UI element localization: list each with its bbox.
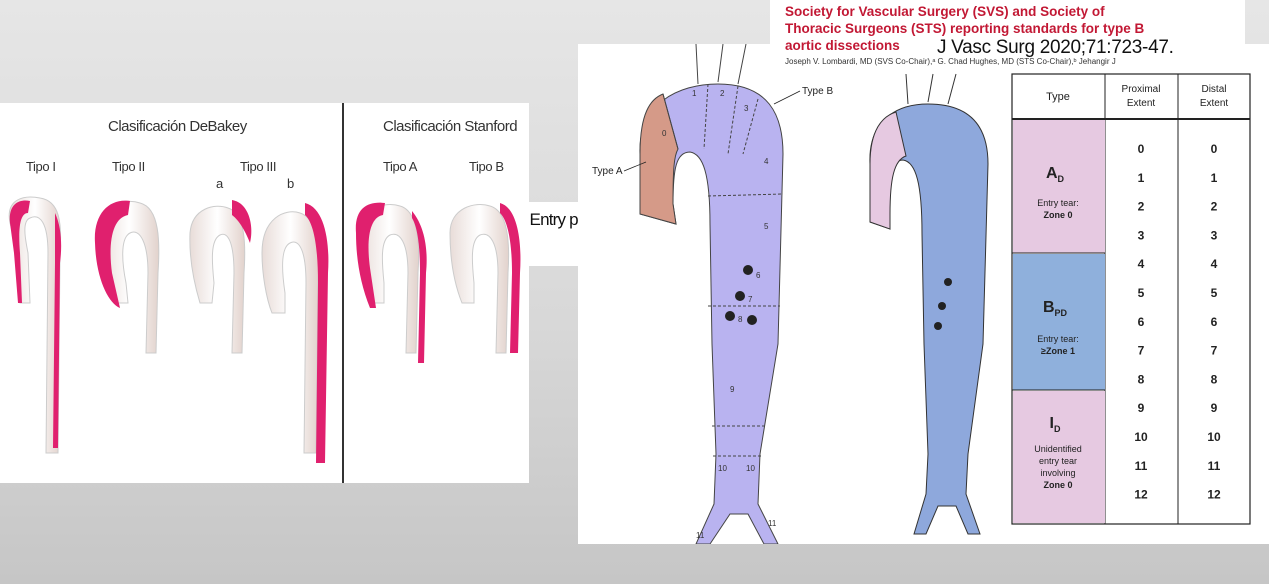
proximal-extent-7: 7	[1138, 344, 1145, 358]
label-a: a	[216, 176, 223, 191]
proximal-extent-11: 11	[1135, 459, 1148, 473]
proximal-extent-1: 1	[1138, 171, 1145, 185]
svg-text:ID: ID	[1050, 415, 1061, 434]
aorta-tipo-i	[8, 196, 62, 454]
proximal-extent-0: 0	[1138, 142, 1145, 156]
aorta-tipo-a	[355, 202, 427, 363]
proximal-extent-2: 2	[1138, 200, 1145, 214]
id-line2: entry tear	[1039, 456, 1077, 466]
reference-header: Society for Vascular Surgery (SVS) and S…	[770, 0, 1245, 70]
header-distal-extent: Extent	[1200, 98, 1229, 109]
id-sub: D	[1054, 424, 1061, 434]
id-line1: Unidentified	[1034, 444, 1082, 454]
zone-label-4: 4	[764, 157, 769, 166]
zone-label-11a: 11	[696, 531, 705, 540]
label-tipo-b: Tipo B	[469, 159, 504, 174]
distal-extent-10: 10	[1207, 430, 1221, 444]
ref-title-line3: aortic dissections	[785, 38, 900, 53]
cell-id	[1013, 391, 1105, 523]
zone-label-8: 8	[738, 315, 743, 324]
distal-extent-2: 2	[1211, 200, 1218, 214]
label-tipo-ii: Tipo II	[112, 159, 145, 174]
aorta-tipo-iii-b	[261, 203, 329, 463]
header-proximal: Proximal	[1122, 84, 1161, 95]
debakey-stanford-panel: Clasificación DeBakey Clasificación Stan…	[0, 103, 529, 483]
zone-label-5: 5	[764, 222, 769, 231]
proximal-extent-5: 5	[1138, 286, 1145, 300]
zone-label-9: 9	[730, 385, 735, 394]
distal-extent-6: 6	[1211, 315, 1218, 329]
proximal-extent-3: 3	[1138, 228, 1145, 242]
distal-extent-9: 9	[1211, 401, 1218, 415]
type-b-label: Type B	[802, 86, 833, 97]
header-proximal-extent: Extent	[1127, 98, 1156, 109]
distal-extent-12: 12	[1207, 488, 1221, 502]
bpd-line1: Entry tear:	[1037, 334, 1079, 344]
aorta-tipo-b	[449, 203, 521, 354]
label-tipo-iii: Tipo III	[240, 159, 277, 174]
distal-extent-8: 8	[1211, 372, 1218, 386]
label-tipo-i: Tipo I	[26, 159, 56, 174]
zone-label-1: 1	[692, 89, 697, 98]
label-b: b	[287, 176, 294, 191]
aorta-tipo-iii-a	[189, 200, 252, 354]
id-line3: involving	[1040, 468, 1075, 478]
distal-extent-1: 1	[1211, 171, 1218, 185]
ref-title-line2: Thoracic Surgeons (STS) reporting standa…	[785, 21, 1145, 36]
distal-extent-5: 5	[1211, 286, 1218, 300]
distal-extent-4: 4	[1211, 257, 1218, 271]
ad-line2: Zone 0	[1043, 210, 1072, 220]
cell-bpd	[1013, 254, 1105, 390]
distal-extent-11: 11	[1208, 459, 1221, 473]
header-distal: Distal	[1201, 84, 1226, 95]
svg-text:BPD: BPD	[1043, 299, 1068, 318]
proximal-extent-10: 10	[1134, 430, 1148, 444]
proximal-extent-4: 4	[1138, 257, 1145, 271]
type-a-label: Type A	[592, 166, 623, 177]
proximal-extent-8: 8	[1138, 372, 1145, 386]
proximal-extent-9: 9	[1138, 401, 1145, 415]
zone-label-0: 0	[662, 129, 667, 138]
zone-label-11b: 11	[768, 519, 777, 528]
aorta-zones-blue	[869, 73, 989, 535]
bpd-line2: ≥Zone 1	[1041, 346, 1075, 356]
stanford-title: Clasificación Stanford	[383, 118, 518, 135]
label-tipo-a: Tipo A	[383, 159, 417, 174]
ref-title-line1: Society for Vascular Surgery (SVS) and S…	[785, 4, 1105, 19]
zone-label-10b: 10	[746, 464, 755, 473]
debakey-title: Clasificación DeBakey	[108, 118, 247, 135]
bpd-label: B	[1043, 299, 1055, 316]
header-type: Type	[1046, 91, 1070, 103]
distal-extent-3: 3	[1211, 228, 1218, 242]
svs-zone-diagram: 0 1 2 3 4 5 6 7 8 9 10 10 11 11 Type A T…	[578, 44, 1010, 544]
bpd-sub: PD	[1055, 308, 1068, 318]
aorta-illustrations	[8, 196, 521, 463]
panel-divider	[342, 103, 344, 483]
id-line4: Zone 0	[1043, 480, 1072, 490]
aorta-zones-lavender	[639, 44, 784, 544]
zone-label-6: 6	[756, 271, 761, 280]
svg-text:AD: AD	[1046, 165, 1065, 184]
authors-line: Joseph V. Lombardi, MD (SVS Co-Chair),ᵃ …	[785, 57, 1116, 66]
id-label: I	[1050, 415, 1054, 432]
cell-ad	[1013, 120, 1105, 253]
journal-citation: J Vasc Surg 2020;71:723-47.	[937, 37, 1174, 58]
svs-classification-table: Type Proximal Extent Distal Extent AD En…	[1010, 44, 1269, 544]
zone-label-7: 7	[748, 295, 753, 304]
aorta-tipo-ii	[94, 200, 160, 354]
distal-extent-0: 0	[1211, 142, 1218, 156]
zone-label-2: 2	[720, 89, 725, 98]
ad-line1: Entry tear:	[1037, 198, 1079, 208]
ad-label: A	[1046, 165, 1058, 182]
ad-sub: D	[1058, 174, 1065, 184]
distal-extent-7: 7	[1211, 344, 1218, 358]
proximal-extent-6: 6	[1138, 315, 1145, 329]
proximal-extent-12: 12	[1134, 488, 1148, 502]
zone-label-3: 3	[744, 104, 749, 113]
zone-label-10a: 10	[718, 464, 727, 473]
